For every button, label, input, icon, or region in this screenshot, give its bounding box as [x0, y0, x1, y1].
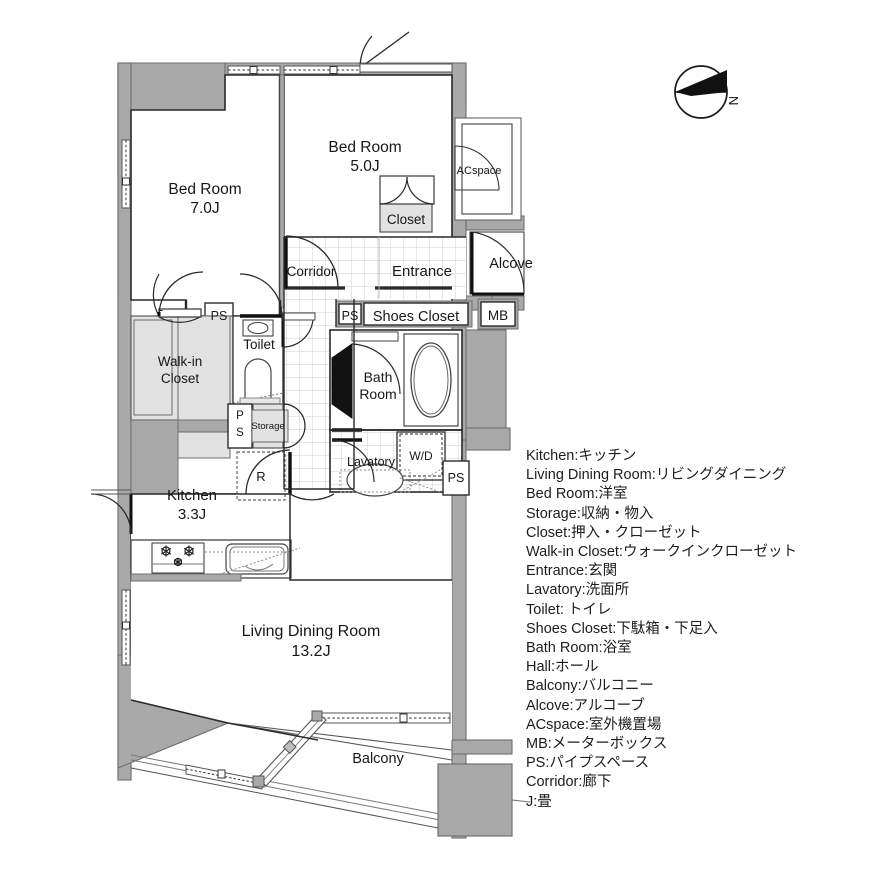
- balcony-area: [130, 699, 531, 837]
- label-ps-storage-1: P: [236, 410, 244, 422]
- label-lavatory: Lavatory: [347, 455, 396, 469]
- legend-item: ACspace:室外機置場: [526, 716, 662, 733]
- legend-item: MB:メーターボックス: [526, 736, 668, 753]
- label-bedroom7-name: Bed Room: [168, 181, 241, 198]
- toilet-area: [232, 312, 316, 413]
- legend-item: Lavatory:洗面所: [526, 582, 630, 599]
- label-bathroom-line1: Bath: [364, 369, 393, 385]
- label-balcony: Balcony: [352, 751, 404, 767]
- acspace-area: [454, 117, 522, 221]
- legend-item: Hall:ホール: [526, 659, 599, 676]
- legend-item: Corridor:廊下: [526, 774, 612, 791]
- legend-item: PS:パイプスペース: [526, 755, 650, 772]
- label-ldk-size: 13.2J: [291, 643, 330, 660]
- room-text-labels: Bed Room 7.0J Bed Room 5.0J Corridor Ent…: [158, 139, 533, 767]
- label-wic-line1: Walk-in: [158, 354, 203, 369]
- label-entrance: Entrance: [392, 263, 452, 280]
- label-mb: MB: [488, 308, 508, 323]
- ldk-outline: [130, 493, 452, 741]
- storage-area: [227, 403, 306, 449]
- label-washer-dryer: W/D: [409, 449, 433, 463]
- label-bedroom5-size: 5.0J: [350, 158, 379, 175]
- windows: [121, 65, 451, 724]
- legend-item: Balcony:バルコニー: [526, 678, 654, 695]
- legend-item: Entrance:玄関: [526, 563, 618, 580]
- shoes-closet-strip: [335, 298, 519, 330]
- hall-outlines: [283, 236, 466, 490]
- legend-item: Storage:収納・物入: [526, 505, 654, 522]
- label-kitchen-size: 3.3J: [178, 506, 206, 523]
- label-refrigerator: R: [256, 469, 265, 484]
- alcove-area: [469, 231, 525, 296]
- label-ldk-name: Living Dining Room: [242, 623, 381, 640]
- label-ps-lavatory: PS: [448, 471, 465, 485]
- label-ps-shoes: PS: [342, 309, 359, 323]
- legend-item: J:畳: [526, 793, 552, 810]
- label-bedroom7-size: 7.0J: [190, 200, 219, 217]
- legend-item: Shoes Closet:下駄箱・下足入: [526, 620, 718, 637]
- legend-item: Bath Room:浴室: [526, 640, 632, 657]
- legend-item: Kitchen:キッチン: [526, 448, 637, 464]
- legend-item: Alcove:アルコーブ: [526, 697, 645, 714]
- legend-item: Walk-in Closet:ウォークインクローゼット: [526, 544, 797, 561]
- label-alcove: Alcove: [489, 256, 533, 272]
- bath-room-area: [329, 329, 463, 432]
- label-bedroom5-name: Bed Room: [328, 139, 401, 156]
- compass-needle-icon: [675, 70, 727, 96]
- door-bedroom5-top: [359, 31, 453, 73]
- label-acspace: ACspace: [457, 165, 502, 177]
- closet-bedroom5: [379, 175, 435, 233]
- legend-item: Closet:押入・クローゼット: [526, 524, 702, 541]
- label-ps-storage-2: S: [236, 427, 244, 439]
- legend-item: Bed Room:洋室: [526, 486, 628, 503]
- ps-lavatory: [442, 460, 470, 496]
- label-toilet: Toilet: [243, 337, 275, 352]
- interior-doors: [90, 235, 339, 535]
- label-wic-line2: Closet: [161, 371, 200, 386]
- compass-north-label: N: [726, 96, 741, 105]
- label-bathroom-line2: Room: [359, 386, 396, 402]
- label-corridor: Corridor: [287, 264, 336, 279]
- walk-in-closet-area: [130, 273, 234, 495]
- compass-rose: N: [674, 65, 741, 119]
- label-storage: Storage: [251, 421, 284, 432]
- refrigerator-space: [236, 451, 286, 501]
- kitchen-counter: [130, 539, 301, 582]
- label-closet: Closet: [387, 212, 426, 227]
- label-kitchen-name: Kitchen: [167, 487, 217, 504]
- label-shoes-closet: Shoes Closet: [373, 309, 459, 325]
- legend-item: Living Dining Room:リビングダイニング: [526, 467, 787, 484]
- legend-item: Toilet: トイレ: [526, 601, 612, 618]
- label-ps-toilet: PS: [211, 309, 228, 323]
- legend-list: Kitchen:キッチン Living Dining Room:リビングダイニン…: [526, 447, 856, 812]
